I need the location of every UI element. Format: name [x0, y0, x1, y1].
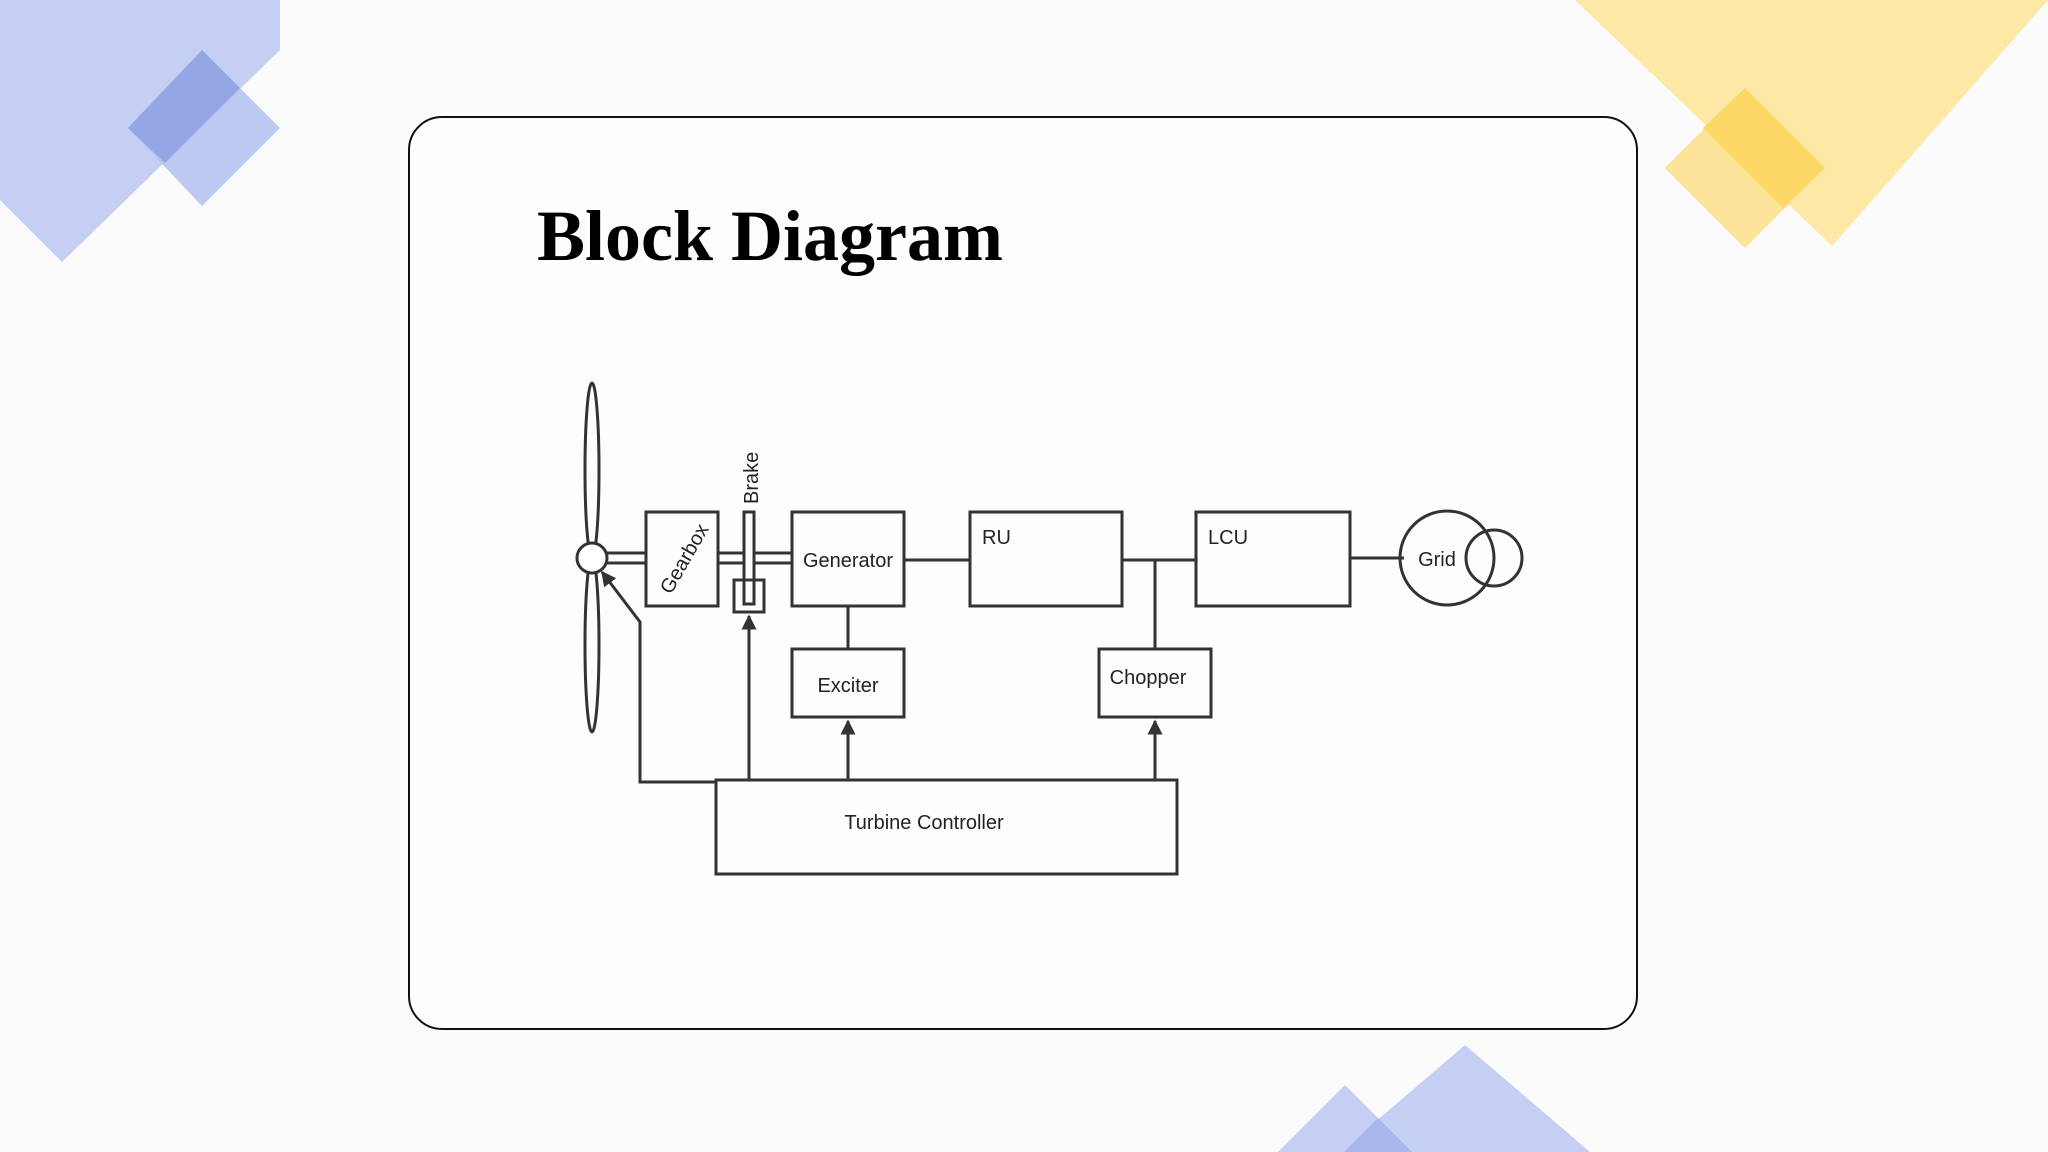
generator-label: Generator — [803, 550, 893, 572]
slide-title: Block Diagram — [537, 196, 1003, 276]
gearbox-label: Gearbox — [656, 520, 713, 597]
ru-block: RU — [968, 510, 1124, 608]
grid-label: Grid — [1418, 549, 1456, 571]
lcu-block: LCU — [1194, 510, 1352, 608]
exciter-block: Exciter — [790, 647, 906, 719]
control-line-rotor — [600, 570, 716, 784]
turbine-controller-label: Turbine Controller — [844, 812, 1004, 834]
grid-circle-primary — [1398, 509, 1496, 607]
chopper-label: Chopper — [1110, 667, 1187, 689]
deco-diamond-blue-bottom-overlap — [1344, 1118, 1412, 1152]
rotor-blade-top — [583, 381, 601, 559]
deco-diamond-blue-bottom-right — [1340, 1045, 1590, 1152]
slide-card — [408, 116, 1638, 1030]
lcu-label: LCU — [1208, 527, 1248, 549]
deco-diamond-yellow-overlap — [1703, 88, 1825, 208]
brake-label: Brake — [741, 452, 763, 504]
rotor-blade-bottom — [583, 556, 601, 734]
turbine-controller-block: Turbine Controller — [714, 778, 1179, 876]
deco-diamond-blue-overlap — [128, 50, 240, 163]
rotor-hub — [575, 541, 609, 575]
generator-block: Generator — [790, 510, 906, 608]
brake-block: Brake — [732, 452, 766, 614]
grid-circle-secondary — [1464, 528, 1524, 588]
chopper-block: Chopper — [1097, 647, 1213, 719]
grid-symbol: Grid — [1398, 509, 1524, 607]
exciter-label: Exciter — [817, 675, 878, 697]
turbine-rotor — [575, 381, 609, 734]
ru-label: RU — [982, 527, 1011, 549]
deco-diamond-yellow-large — [1575, 0, 2048, 246]
gearbox-block: Gearbox — [644, 510, 720, 608]
